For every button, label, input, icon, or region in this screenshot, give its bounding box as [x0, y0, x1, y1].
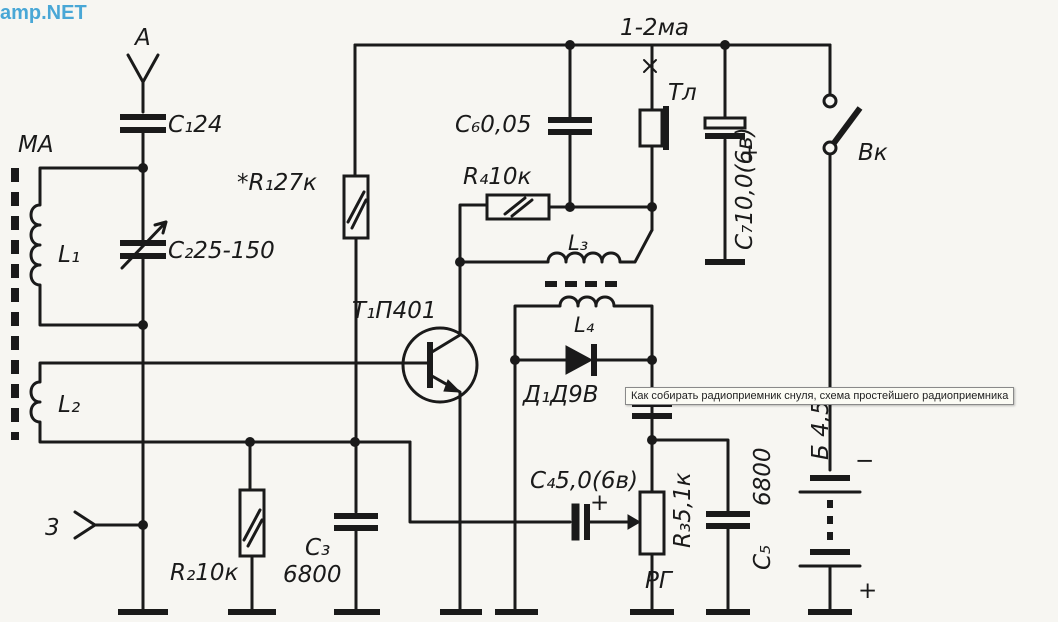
- transistor-t1: [401, 260, 479, 614]
- label-l1: L₁: [58, 242, 80, 268]
- image-tooltip: Как собирать радиоприемник снуля, схема …: [625, 387, 1015, 405]
- coil-l1: [29, 166, 145, 327]
- label-r4: R₄10к: [463, 164, 531, 190]
- label-plus-c7: +: [740, 140, 759, 166]
- resistor-r1: [342, 174, 370, 240]
- label-d1: Д₁Д9В: [522, 382, 599, 408]
- label-current: 1-2ма: [620, 15, 689, 41]
- label-l4: L₄: [574, 313, 595, 337]
- input-terminal-3: [73, 510, 145, 540]
- label-c5-name: C₅: [750, 545, 776, 570]
- label-r1: *R₁27к: [237, 170, 317, 196]
- label-c5-value: 6800: [750, 447, 776, 506]
- label-t1: T₁П401: [352, 298, 436, 324]
- resistor-r4: [485, 193, 551, 221]
- label-l3: L₃: [568, 231, 588, 255]
- label-l2: L₂: [58, 392, 80, 418]
- label-antenna: A: [133, 25, 151, 51]
- capacitor-c1: [120, 114, 166, 133]
- headphone-tl: [638, 106, 669, 150]
- label-c3-value: 6800: [283, 562, 342, 588]
- diode-d1: [513, 344, 654, 376]
- label-rg: РГ: [645, 568, 674, 594]
- battery-b: [798, 475, 862, 568]
- label-c3-name: C₃: [305, 535, 330, 561]
- coil-l2: [29, 361, 412, 444]
- label-c4: C₄5,0(6в): [530, 468, 638, 494]
- site-watermark: amp.NET: [0, 2, 87, 24]
- label-r3: R₃5,1к: [670, 472, 696, 548]
- antenna: [126, 53, 160, 114]
- potentiometer-r3: [638, 490, 666, 556]
- label-c6: C₆0,05: [455, 112, 532, 138]
- capacitor-c7: [703, 116, 747, 139]
- label-c7: C₇10,0(6в): [732, 127, 758, 250]
- label-plus-battery: +: [858, 578, 877, 604]
- label-ma: MA: [18, 132, 54, 158]
- label-minus-battery: −: [855, 448, 874, 474]
- label-input-3: 3: [45, 515, 60, 541]
- capacitor-c6: [548, 117, 592, 135]
- label-vk: Вк: [858, 140, 888, 166]
- capacitor-c5: [706, 511, 750, 529]
- capacitor-c2-variable: [120, 220, 168, 270]
- capacitor-c3: [334, 513, 378, 531]
- coil-l3: [458, 228, 654, 264]
- coil-l4: [513, 295, 654, 614]
- label-c1: C₁24: [168, 112, 223, 138]
- label-plus-c4: +: [590, 490, 609, 516]
- label-tl: Тл: [668, 80, 697, 106]
- label-r2: R₂10к: [170, 560, 238, 586]
- capacitor-c4: [571, 503, 641, 541]
- switch-vk: [822, 93, 863, 156]
- resistor-r2: [238, 488, 266, 558]
- label-c2: C₂25-150: [168, 238, 275, 264]
